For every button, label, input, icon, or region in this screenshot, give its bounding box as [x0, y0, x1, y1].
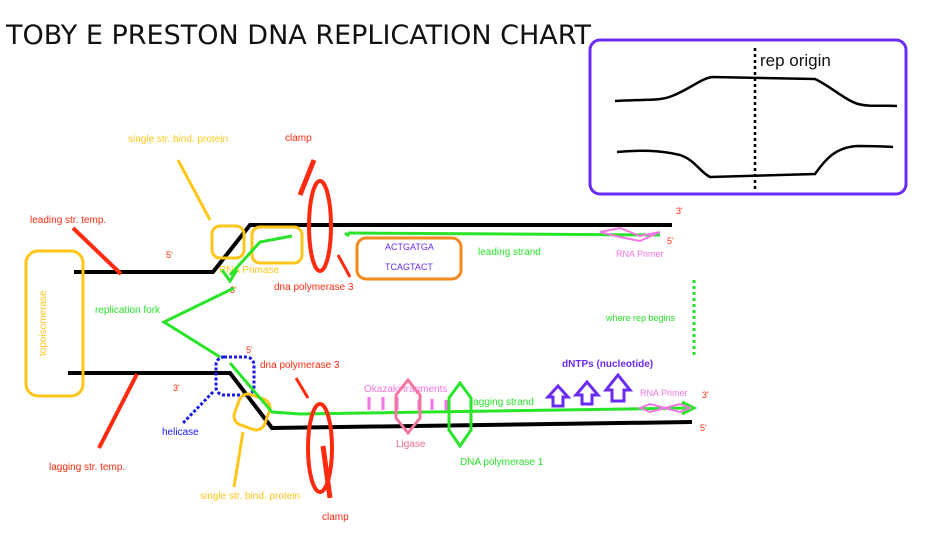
primase-new-strand: [228, 234, 293, 277]
topoisomerase-shape: [24, 249, 85, 398]
replication-fork-label: replication fork: [95, 305, 161, 316]
dntp-arrow-icon: [544, 383, 572, 408]
rna-primer-top-shape: [599, 226, 661, 243]
primase-arrowhead: [220, 269, 239, 284]
leading-template-strand: [74, 223, 672, 274]
lagging-str-temp-label: lagging str. temp.: [49, 462, 125, 473]
single-str-bind-top-shape: [210, 224, 246, 260]
clamp-bottom-stem: [320, 445, 333, 499]
helicase-shape: [214, 355, 256, 397]
dntps-arrows: [544, 372, 634, 408]
prime-5-bottom-right: 5': [700, 423, 707, 433]
prime-3-fork-top: 3': [230, 285, 237, 295]
prime-3-lagging-end: 3': [702, 390, 709, 400]
prime-5-fork-bottom: 5': [246, 345, 253, 355]
helicase-pointer: [181, 390, 215, 425]
dntps-label: dNTPs (nucleotide): [562, 359, 653, 370]
dna-pol3-top-pointer: [336, 254, 352, 278]
dna-pol1-shape: [447, 380, 473, 449]
single-str-bind-bottom-pointer: [232, 431, 245, 488]
clamp-top-shape: [307, 179, 333, 273]
where-rep-begins-label: where rep begins: [605, 313, 676, 323]
sequence-top: ACTGATGA: [385, 242, 434, 252]
leading-new-strand-tail: [344, 231, 350, 238]
prime-5-leading-end: 5': [667, 236, 674, 246]
lagging-strand-label: lagging strand: [471, 397, 534, 408]
lagging-template-strand: [68, 371, 693, 431]
rna-primer-bottom-label: RNA Primer: [640, 388, 688, 398]
sequence-bottom: TCAGTACT: [385, 262, 433, 272]
okazaki-fragments: [367, 397, 448, 410]
inset-top-strand: [614, 75, 898, 108]
inset-rep-origin-label: rep origin: [760, 51, 831, 70]
rna-primer-bottom-shape: [637, 402, 693, 414]
clamp-bottom-label: clamp: [322, 512, 349, 523]
dna-pol3-bottom-pointer: [294, 377, 310, 399]
rna-primase-shape: [250, 225, 304, 265]
inset-border: [588, 38, 908, 196]
inset-bottom-strand: [616, 144, 894, 179]
lagging-arrowhead: [681, 400, 698, 416]
rna-primer-top-label: RNA Primer: [616, 249, 664, 259]
prime-3-bottom-left: 3': [173, 383, 180, 393]
single-str-bind-top-pointer: [176, 159, 212, 221]
page-title: TOBY E PRESTON DNA REPLICATION CHART: [6, 20, 592, 51]
single-str-bind-bottom-label: single str. bind. protein: [200, 491, 300, 502]
topoisomerase-label: topoisomerase: [38, 290, 49, 356]
lagging-new-strand: [228, 362, 691, 416]
dna-pol3-bottom-label: dna polymerase 3: [260, 360, 340, 371]
helicase-label: helicase: [162, 427, 199, 438]
dna-pol3-top-label: dna polymerase 3: [274, 282, 354, 293]
dntp-arrow-icon: [602, 372, 634, 403]
replication-fork-shape: [160, 286, 235, 359]
sequence-box: [355, 236, 463, 281]
rna-primase-label: RNA Primase: [219, 265, 279, 276]
clamp-top-label: clamp: [285, 133, 312, 144]
ligase-label: Ligase: [396, 439, 426, 450]
leading-str-temp-label: leading str. temp.: [30, 215, 106, 226]
dntp-arrow-icon: [572, 379, 602, 406]
single-str-bind-top-label: single str. bind. protein: [128, 134, 228, 145]
single-str-bind-bottom-shape: [232, 392, 272, 432]
prime-3-top-right: 3': [676, 206, 683, 216]
rep-origin-inset: rep origin: [588, 38, 908, 196]
dna-pol1-label: DNA polymerase 1: [460, 457, 544, 468]
prime-5-top-left: 5': [166, 250, 173, 260]
clamp-top-stem: [297, 159, 317, 196]
clamp-bottom-shape: [306, 402, 334, 494]
lagging-str-temp-pointer: [97, 373, 139, 449]
ligase-shape: [394, 377, 422, 436]
okazaki-label: Okazaki fragments: [364, 384, 447, 395]
leading-str-temp-pointer: [71, 226, 123, 276]
leading-strand-label: leading strand: [478, 247, 541, 258]
